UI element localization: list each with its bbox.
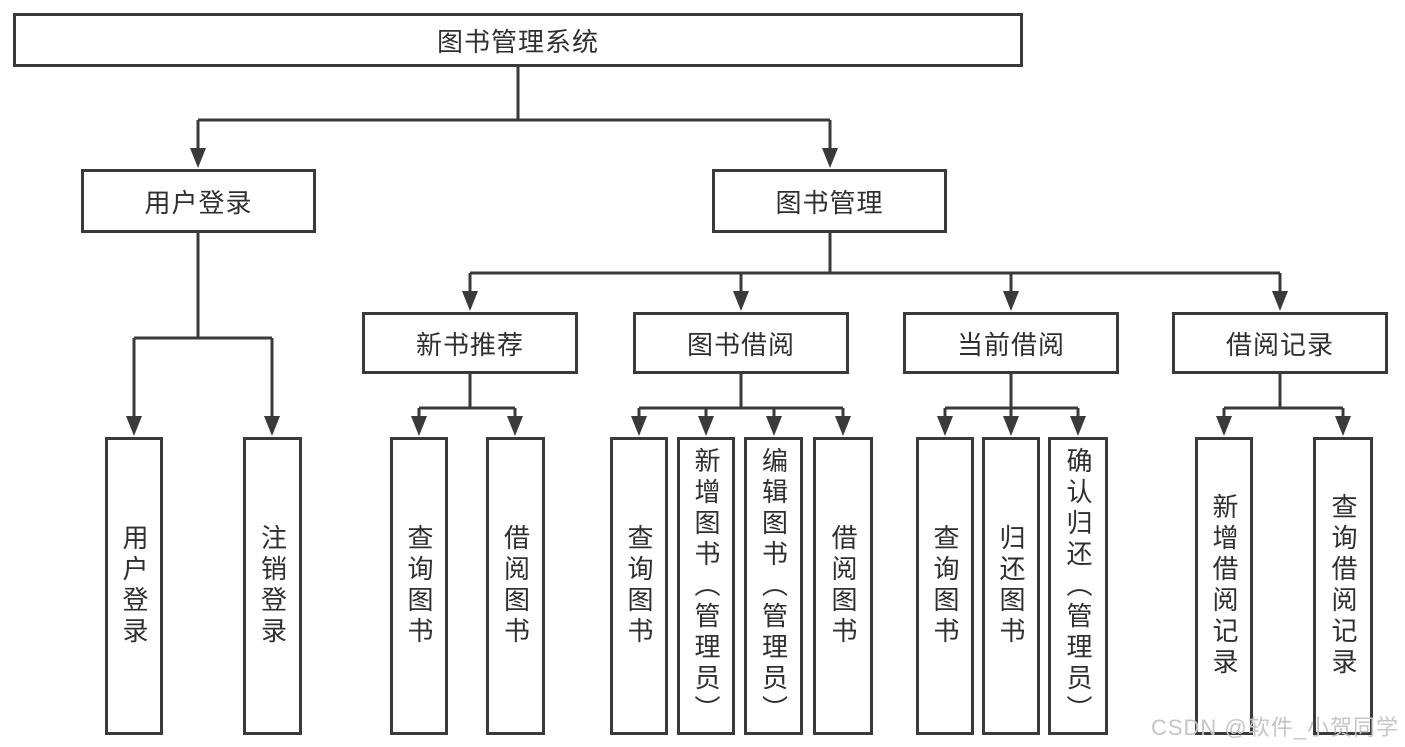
leaf-query-books-3: 查询图书 (916, 437, 974, 735)
node-new-book-recommend-label: 新书推荐 (415, 329, 524, 360)
leaf-query-books-3-label: 查询图书 (930, 524, 960, 648)
leaf-return-books: 归还图书 (982, 437, 1040, 735)
node-book-management-label: 图书管理 (775, 187, 884, 218)
node-user-login-label: 用户登录 (144, 187, 253, 218)
leaf-user-login-label: 用户登录 (119, 524, 149, 648)
leaf-query-books-2: 查询图书 (610, 437, 668, 735)
leaf-add-borrow-record-label: 新增借阅记录 (1209, 493, 1239, 679)
leaf-logout-label: 注销登录 (257, 524, 288, 648)
node-book-borrow: 图书借阅 (633, 312, 849, 374)
node-root-label: 图书管理系统 (436, 26, 599, 57)
leaf-add-borrow-record: 新增借阅记录 (1195, 437, 1253, 735)
leaf-logout: 注销登录 (243, 437, 302, 735)
node-borrow-records-label: 借阅记录 (1225, 329, 1334, 360)
node-new-book-recommend: 新书推荐 (362, 312, 578, 374)
leaf-borrow-books-1: 借阅图书 (486, 437, 545, 735)
csdn-watermark: CSDN @软件_小贺同学 (1150, 715, 1399, 740)
node-book-borrow-label: 图书借阅 (686, 329, 795, 360)
node-current-borrow: 当前借阅 (903, 312, 1119, 374)
leaf-query-books-2-label: 查询图书 (624, 524, 654, 648)
leaf-borrow-books-2-label: 借阅图书 (828, 524, 858, 648)
leaf-edit-books-admin: 编辑图书（管理员） (744, 437, 803, 735)
leaf-add-books-admin: 新增图书（管理员） (677, 437, 735, 735)
leaf-query-books-1-label: 查询图书 (404, 524, 434, 648)
leaf-edit-books-admin-label: 编辑图书（管理员） (758, 446, 789, 726)
leaf-query-borrow-record: 查询借阅记录 (1313, 437, 1373, 735)
node-current-borrow-label: 当前借阅 (956, 329, 1065, 360)
leaf-confirm-return-admin-label: 确认归还（管理员） (1063, 446, 1093, 726)
leaf-confirm-return-admin: 确认归还（管理员） (1048, 437, 1108, 735)
node-root: 图书管理系统 (13, 13, 1023, 67)
leaf-return-books-label: 归还图书 (996, 524, 1026, 648)
node-borrow-records: 借阅记录 (1172, 312, 1388, 374)
leaf-user-login: 用户登录 (105, 437, 163, 735)
leaf-borrow-books-2: 借阅图书 (813, 437, 873, 735)
node-user-login: 用户登录 (81, 169, 316, 233)
leaf-query-borrow-record-label: 查询借阅记录 (1328, 493, 1358, 679)
leaf-add-books-admin-label: 新增图书（管理员） (691, 446, 721, 726)
leaf-borrow-books-1-label: 借阅图书 (500, 524, 531, 648)
node-book-management: 图书管理 (712, 169, 947, 233)
leaf-query-books-1: 查询图书 (390, 437, 448, 735)
